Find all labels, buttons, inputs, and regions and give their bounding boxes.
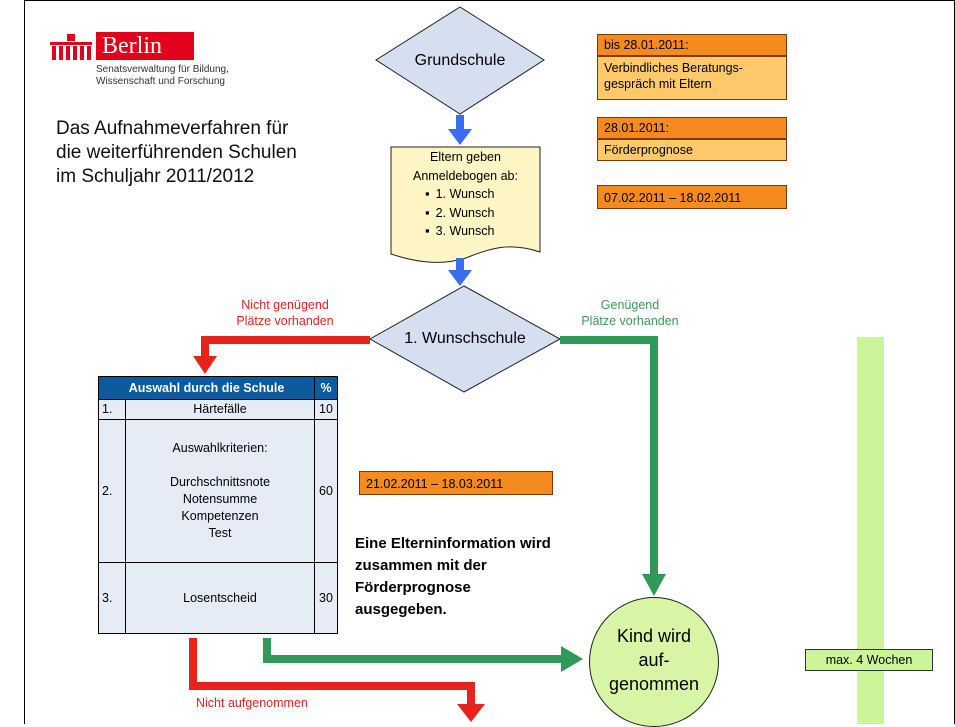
row-criterion: Auswahlkriterien: Durchschnittsnote Note…	[125, 419, 315, 563]
start-diamond	[375, 6, 545, 115]
row-percent: 10	[314, 399, 338, 420]
bear-columns-icon	[50, 34, 92, 60]
decision-label: 1. Wunschschule	[404, 330, 526, 347]
accepted-label: Kind wird auf- genommen	[608, 626, 700, 694]
row-criterion: Härtefälle	[125, 399, 315, 420]
red-arrow-rejected	[189, 638, 485, 722]
deadline-2-body: Förderprognose	[597, 139, 787, 161]
wish-item-2: 2. Wunsch	[425, 204, 540, 223]
table-row: 3. Losentscheid 30	[98, 562, 338, 634]
table-row: 1. Härtefälle 10	[98, 399, 338, 420]
deadline-1-body: Verbindliches Beratungs- gespräch mit El…	[597, 56, 787, 100]
row-percent: 30	[314, 562, 338, 634]
blue-arrow-2	[448, 258, 472, 286]
row-number: 2.	[98, 419, 126, 563]
wish-item-3: 3. Wunsch	[425, 222, 540, 241]
row-criterion: Losentscheid	[125, 562, 315, 634]
decision-diamond	[368, 285, 562, 393]
parent-info-note: Eine Elterninformation wird zusammen mit…	[355, 535, 551, 618]
selection-table: Auswahl durch die Schule % 1. Härtefälle…	[98, 376, 338, 634]
red-arrow-no-places	[193, 336, 370, 374]
period-2: 21.02.2011 – 18.03.2011	[359, 471, 553, 495]
table-header-label: Auswahl durch die Schule	[98, 376, 315, 400]
duration-label: max. 4 Wochen	[805, 649, 933, 671]
table-row: 2. Auswahlkriterien: Durchschnittsnote N…	[98, 419, 338, 563]
row-percent: 60	[314, 419, 338, 563]
period-1: 07.02.2011 – 18.02.2011	[597, 185, 787, 209]
document-line-1: Eltern geben	[430, 150, 501, 164]
frame-top-border	[24, 0, 955, 1]
document-text: Eltern geben Anmeldebogen ab: 1. Wunsch …	[391, 148, 540, 241]
deadline-1-head: bis 28.01.2011:	[597, 34, 787, 56]
document-line-2: Anmeldebogen ab:	[413, 168, 518, 183]
row-number: 3.	[98, 562, 126, 634]
page-title: Das Aufnahmeverfahren für die weiterführ…	[56, 118, 297, 187]
berlin-logo: Berlin Senatsverwaltung für Bildung, Wis…	[50, 32, 280, 92]
deadline-2-head: 28.01.2011:	[597, 117, 787, 139]
frame-left-border	[24, 0, 25, 724]
green-arrow-to-accepted	[263, 638, 583, 672]
criteria-list: Durchschnittsnote Notensumme Kompetenzen…	[169, 475, 271, 540]
row-number: 1.	[98, 399, 126, 420]
start-label: Grundschule	[414, 52, 506, 69]
table-header-percent: %	[314, 376, 338, 400]
blue-arrow-1	[448, 115, 472, 145]
wish-item-1: 1. Wunsch	[425, 185, 540, 204]
wish-list: 1. Wunsch 2. Wunsch 3. Wunsch	[391, 185, 540, 241]
rejected-label: Nicht aufgenommen	[196, 696, 308, 710]
green-arrow-places	[560, 336, 666, 596]
logo-wordmark: Berlin	[96, 32, 194, 60]
places-label: Genügend Plätze vorhanden	[581, 298, 679, 328]
table-header-row: Auswahl durch die Schule %	[98, 376, 338, 400]
logo-subtitle: Senatsverwaltung für Bildung, Wissenscha…	[96, 64, 229, 87]
no-places-label: Nicht genügend Plätze vorhanden	[236, 298, 334, 328]
criteria-heading: Auswahlkriterien:	[172, 441, 268, 455]
